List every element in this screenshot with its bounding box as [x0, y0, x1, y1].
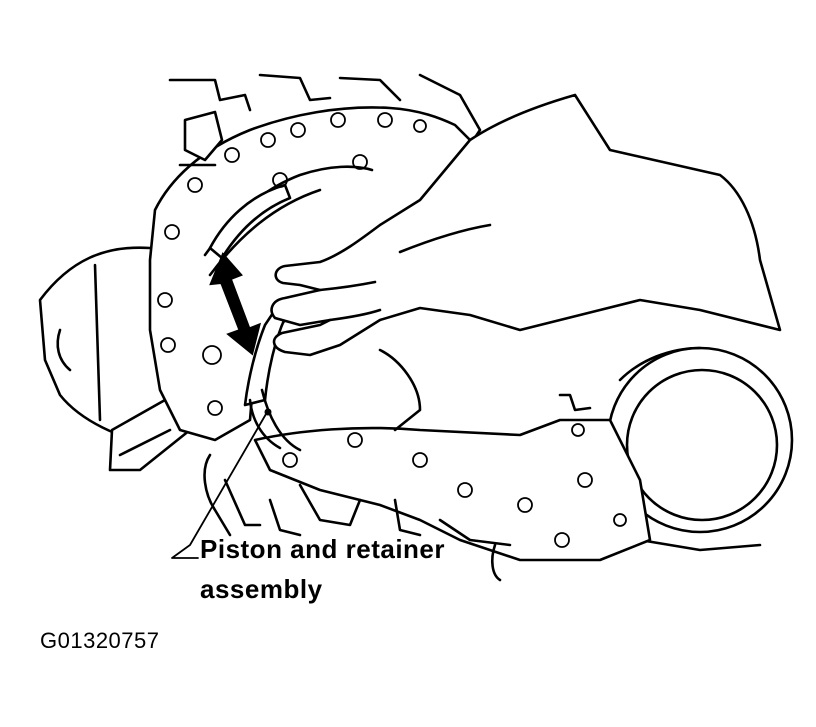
- ring-housing: [606, 346, 794, 552]
- figure-id: G01320757: [40, 628, 160, 653]
- hand: [270, 93, 782, 432]
- lower-case: [203, 393, 652, 582]
- callout-label-line2: assembly: [200, 574, 323, 604]
- movement-arrow: [209, 252, 262, 356]
- callout-label-line1: Piston and retainer: [200, 534, 445, 564]
- callout-leader: [171, 408, 272, 559]
